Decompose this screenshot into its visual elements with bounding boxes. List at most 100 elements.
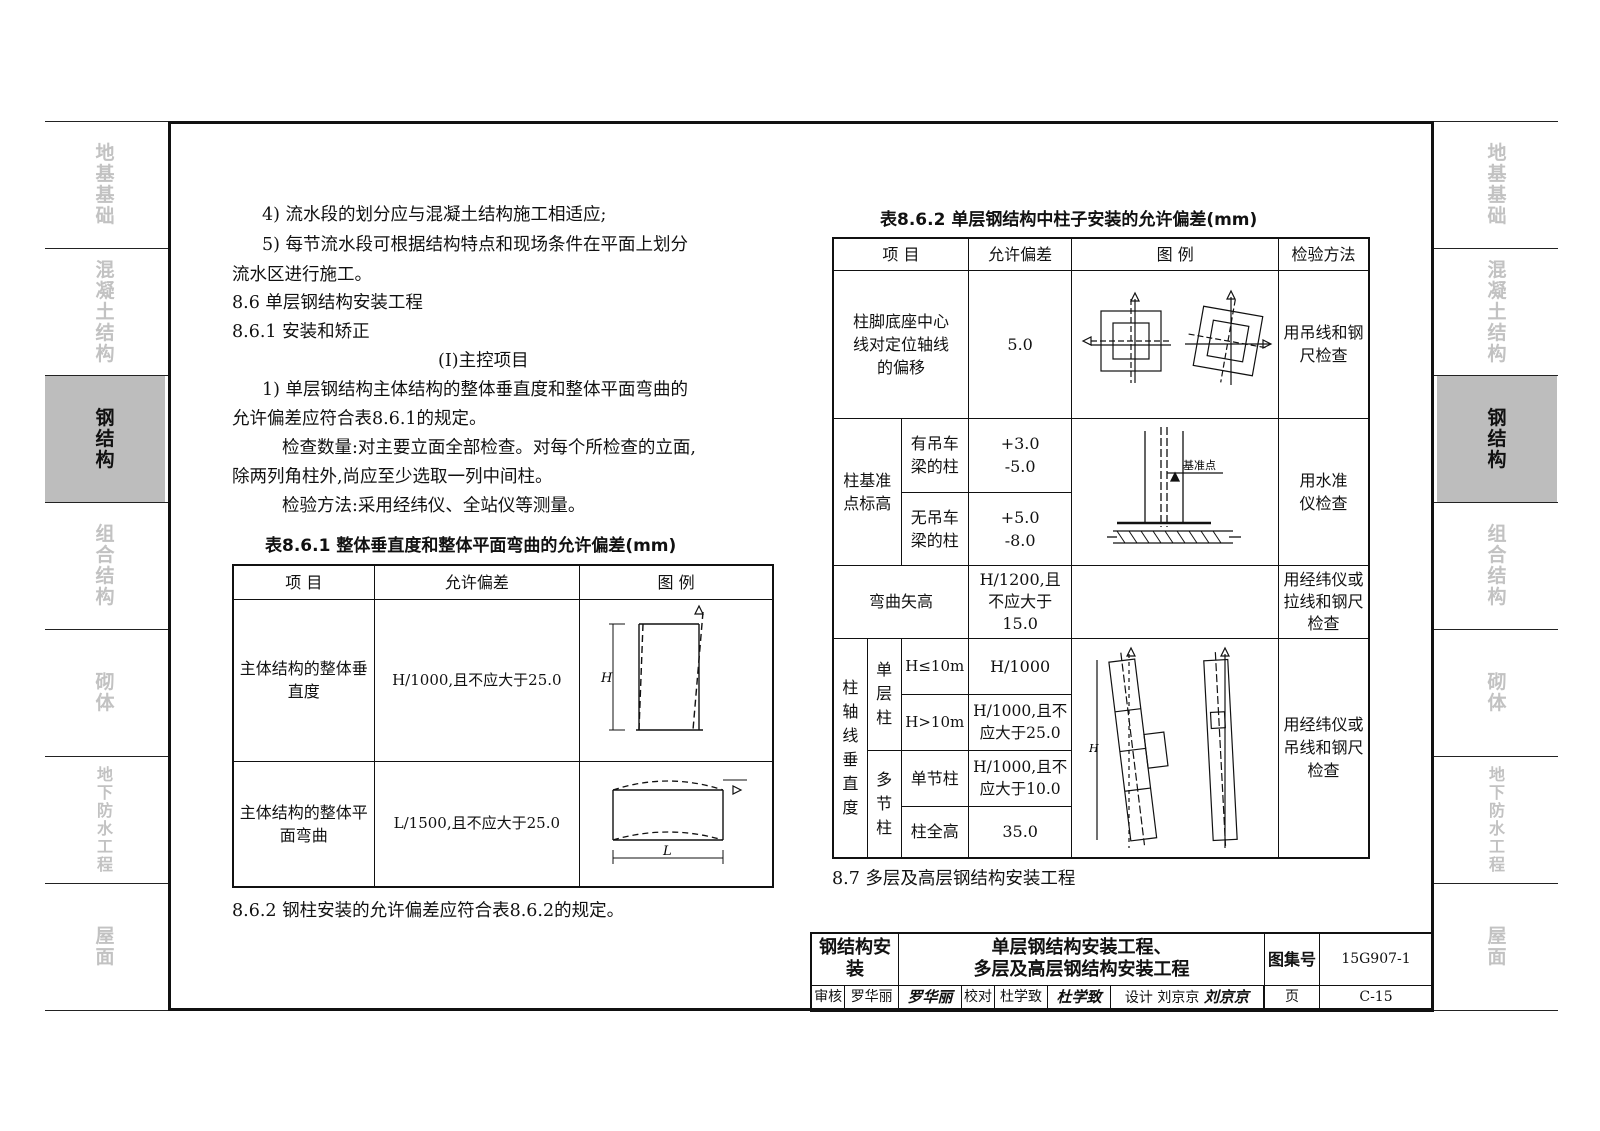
table-cell: 柱全高: [900, 805, 969, 859]
table-cell: H/1000,且不应大于10.0: [967, 749, 1073, 807]
table-cell: 用经纬仪或拉线和钢尺检查: [1277, 564, 1370, 639]
table-cell: 主体结构的整体垂直度: [232, 598, 375, 762]
base-offset-diagram: [1081, 289, 1273, 385]
design-label: 设计: [1124, 989, 1153, 1006]
table2-caption: 表8.6.2 单层钢结构中柱子安装的允许偏差(mm): [880, 210, 1258, 230]
body-line: 检验方法:采用经纬仪、全站仪等测量。: [282, 496, 586, 516]
designer-name: 刘京京: [1157, 989, 1200, 1006]
reviewer-name: 罗华丽: [844, 984, 899, 1012]
page-title: 单层钢结构安装工程、多层及高层钢结构安装工程: [898, 932, 1265, 986]
side-tab-foundation[interactable]: 地基基础: [1487, 142, 1507, 227]
designer-signature: 刘京京: [1203, 987, 1249, 1006]
dimension-label: H: [600, 671, 613, 686]
side-tab-concrete[interactable]: 混凝土结构: [1487, 258, 1507, 365]
side-tab-roof[interactable]: 屋面: [1487, 925, 1507, 968]
figure-cell: 基准点: [1071, 417, 1279, 566]
side-tab-masonry[interactable]: 砌体: [1487, 671, 1507, 714]
side-tab-composite[interactable]: 组合结构: [95, 523, 115, 608]
body-line: 1) 单层钢结构主体结构的整体垂直度和整体平面弯曲的: [262, 380, 689, 400]
divider: [1434, 883, 1558, 884]
side-tab-masonry[interactable]: 砌体: [95, 671, 115, 714]
table-cell: 多节柱: [866, 749, 902, 859]
column-verticality-diagram: H: [1088, 646, 1238, 848]
side-tab-concrete[interactable]: 混凝土结构: [95, 258, 115, 365]
figure-cell: [1071, 269, 1279, 419]
table-cell: 35.0: [967, 805, 1073, 859]
table-cell: L/1500,且不应大于25.0: [373, 760, 581, 888]
table-cell: 单节柱: [900, 749, 969, 807]
reviewer-signature: 罗华丽: [898, 984, 962, 1012]
atlas-label: 图集号: [1264, 932, 1320, 986]
section-heading: 8.6.1 安装和矫正: [232, 322, 370, 342]
side-tab-composite[interactable]: 组合结构: [1487, 523, 1507, 608]
divider: [1434, 629, 1558, 630]
atlas-number: 15G907-1: [1319, 932, 1434, 986]
body-line: 5) 每节流水段可根据结构特点和现场条件在平面上划分: [262, 235, 689, 255]
section-heading: 8.6.2 钢柱安装的允许偏差应符合表8.6.2的规定。: [232, 901, 625, 921]
divider: [45, 1010, 168, 1011]
divider: [45, 629, 168, 630]
side-tab-waterproof[interactable]: 地下防水工程: [1488, 765, 1505, 874]
section-heading: 8.6 单层钢结构安装工程: [232, 293, 423, 313]
table-cell: H/1200,且不应大于15.0: [967, 564, 1073, 639]
body-line: 4) 流水段的划分应与混凝土结构施工相适应;: [262, 205, 607, 225]
design-row: 设计 刘京京 刘京京: [1110, 984, 1264, 1012]
side-tab-roof[interactable]: 屋面: [95, 925, 115, 968]
divider: [1434, 502, 1558, 503]
side-tab-waterproof[interactable]: 地下防水工程: [96, 765, 113, 874]
table-cell: H≤10m: [900, 637, 969, 695]
page-label: 页: [1264, 984, 1320, 1012]
figure-cell: H: [579, 598, 774, 762]
review-label: 审核: [810, 984, 846, 1012]
checker-signature: 杜学致: [1047, 984, 1111, 1012]
table-cell: 用水准仪检查: [1277, 417, 1370, 566]
table-cell: 单层柱: [866, 637, 902, 751]
page-number: C-15: [1319, 984, 1434, 1012]
table-header: 允许偏差: [373, 564, 581, 600]
table1-caption: 表8.6.1 整体垂直度和整体平面弯曲的允许偏差(mm): [265, 536, 677, 556]
figure-cell: L: [579, 760, 774, 888]
body-line: 允许偏差应符合表8.6.1的规定。: [232, 409, 487, 429]
table-cell: 用经纬仪或吊线和钢尺检查: [1277, 637, 1370, 859]
dimension-label: L: [662, 844, 672, 859]
dimension-label: H: [1088, 742, 1099, 755]
plane-bending-diagram: L: [612, 779, 748, 864]
divider: [45, 502, 168, 503]
table-cell: 用吊线和钢尺检查: [1277, 269, 1370, 419]
title-block: 钢结构安装 单层钢结构安装工程、多层及高层钢结构安装工程 图集号 15G907-…: [810, 932, 1434, 1012]
table-header: 允许偏差: [967, 237, 1073, 271]
table-header: 项 目: [232, 564, 375, 600]
divider: [45, 121, 168, 122]
verticality-diagram: H: [600, 604, 705, 731]
table-header: 项 目: [832, 237, 969, 271]
sub-heading: (Ⅰ)主控项目: [438, 351, 529, 371]
figure-cell: H: [1071, 637, 1279, 859]
table-cell: [1071, 564, 1279, 639]
table-header: 图 例: [1071, 237, 1279, 271]
section-heading: 8.7 多层及高层钢结构安装工程: [832, 869, 1076, 889]
table-cell: 弯曲矢高: [832, 564, 969, 639]
divider: [1434, 375, 1558, 376]
side-tab-steel[interactable]: 钢结构: [45, 376, 165, 502]
table-cell: H/1000,且不应大于25.0: [373, 598, 581, 762]
table-cell: 5.0: [967, 269, 1073, 419]
table-cell: +5.0-8.0: [967, 492, 1073, 566]
divider: [45, 883, 168, 884]
table-cell: 有吊车梁的柱: [900, 417, 969, 494]
table-cell: 主体结构的整体平面弯曲: [232, 760, 375, 888]
dimension-label: 基准点: [1183, 459, 1216, 472]
side-tab-steel[interactable]: 钢结构: [1437, 376, 1557, 502]
table-8-6-2: 项 目 允许偏差 图 例 检验方法 柱脚底座中心线对定位轴线的偏移 5.0: [832, 237, 1370, 859]
divider: [45, 756, 168, 757]
divider: [1434, 121, 1558, 122]
table-cell: H/1000: [967, 637, 1073, 695]
table-header: 检验方法: [1277, 237, 1370, 271]
divider: [45, 248, 168, 249]
base-elevation-diagram: 基准点: [1107, 426, 1242, 544]
table-cell: [1262, 984, 1266, 1012]
body-line: 流水区进行施工。: [232, 265, 372, 285]
side-tab-foundation[interactable]: 地基基础: [95, 142, 115, 227]
table-cell: +3.0-5.0: [967, 417, 1073, 494]
table-header: 图 例: [579, 564, 774, 600]
table-cell: 柱脚底座中心线对定位轴线的偏移: [832, 269, 969, 419]
